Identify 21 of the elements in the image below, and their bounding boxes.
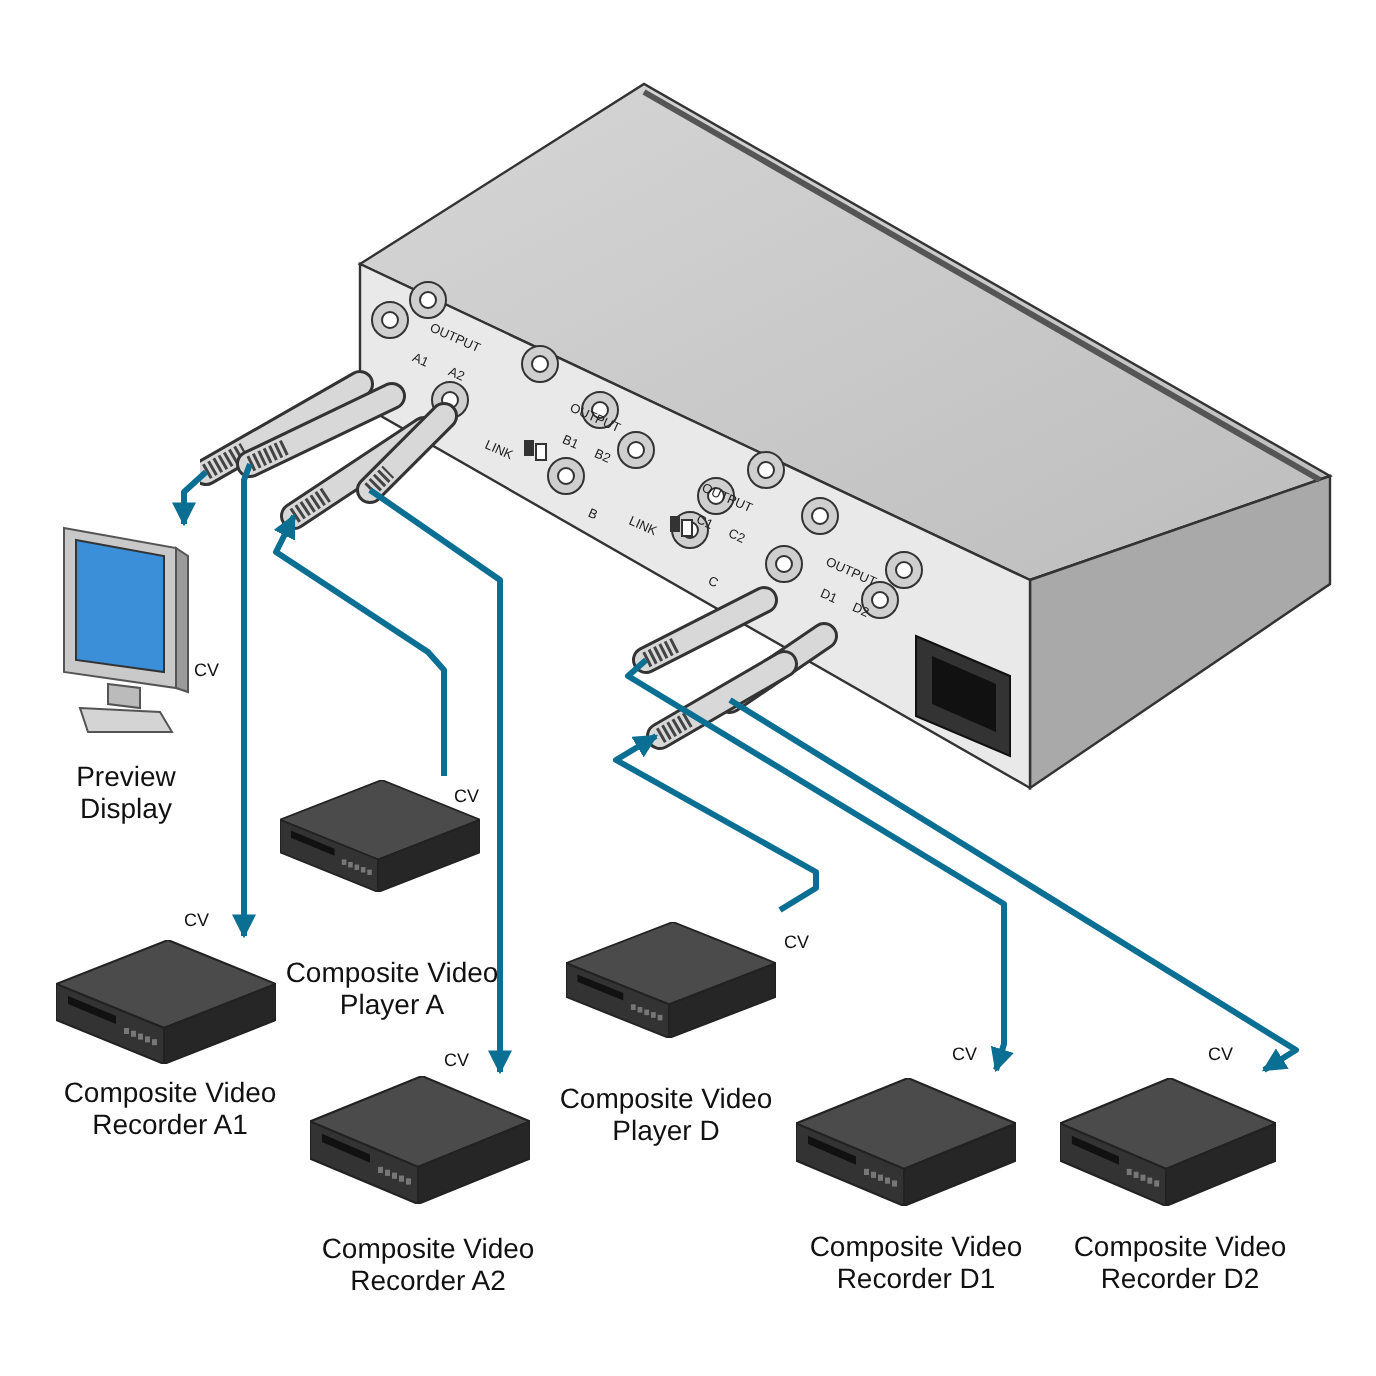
- device-label: Composite Video Player A: [283, 956, 501, 1020]
- signal-label: CV: [952, 1044, 978, 1064]
- device-label: Composite Video Recorder A1: [61, 1076, 279, 1140]
- cable-arrow: [728, 697, 1299, 1073]
- device-label: Composite Video Player D: [557, 1082, 775, 1146]
- cable-arrow: [625, 657, 1014, 1073]
- cable-arrow: [368, 487, 512, 1075]
- signal-label: CV: [194, 660, 220, 680]
- device-label: Composite Video Recorder D1: [807, 1230, 1025, 1294]
- cable-arrow: [172, 469, 208, 527]
- signal-label: CV: [454, 786, 480, 806]
- cable-arrow: [273, 513, 447, 776]
- device-label: Composite Video Recorder D2: [1071, 1230, 1289, 1294]
- device-label: Preview Display: [74, 760, 178, 824]
- signal-label: CV: [784, 932, 810, 952]
- cable-arrow: [613, 733, 819, 913]
- cable-arrow: [232, 462, 256, 939]
- signal-label: CV: [184, 910, 210, 930]
- device-label: Composite Video Recorder A2: [319, 1232, 537, 1296]
- signal-label: CV: [444, 1050, 470, 1070]
- signal-label: CV: [1208, 1044, 1234, 1064]
